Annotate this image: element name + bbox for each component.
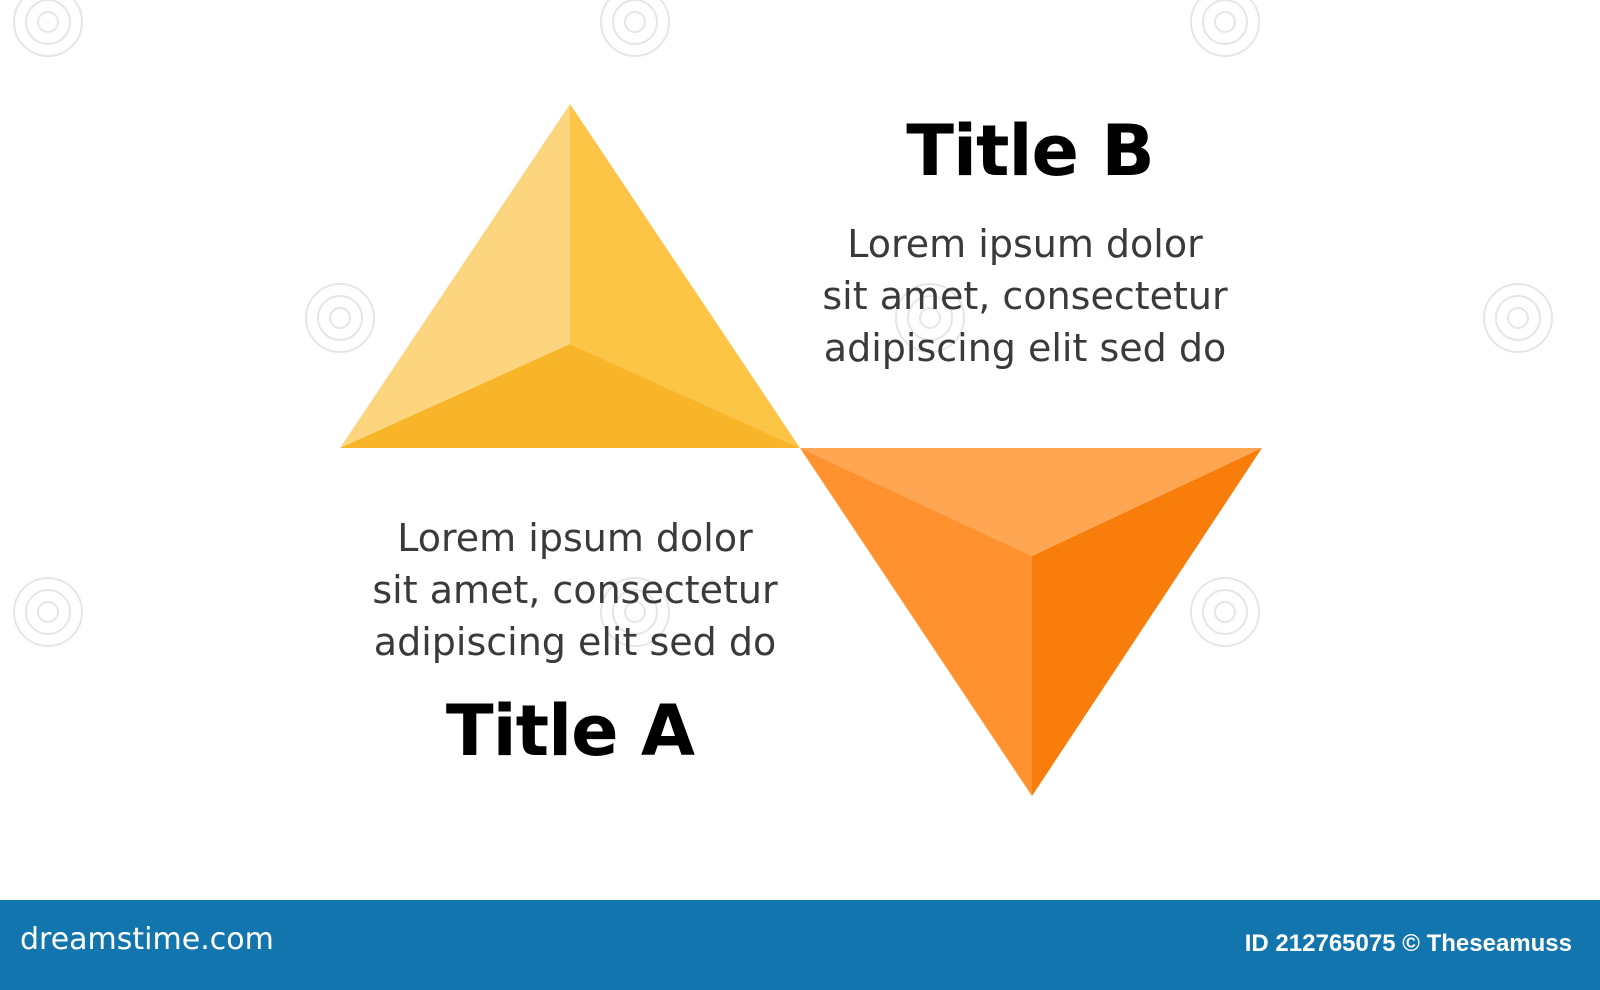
orange-pyramid-right-face [1032,448,1262,796]
title-a: Title A [445,690,695,772]
footer-bar: dreamstime.com ID 212765075 © Theseamuss [0,900,1600,990]
dreamstime-logo: dreamstime.com [20,922,274,957]
body-text-a-line: adipiscing elit sed do [373,620,777,664]
body-text-a-line: Lorem ipsum dolor [397,516,753,560]
title-b: Title B [906,110,1154,192]
body-text-b: Lorem ipsum dolor sit amet, consectetur … [790,218,1260,374]
orange-pyramid-top-face [800,448,1262,556]
yellow-pyramid-right-face [570,104,800,448]
pyramid-diagram [340,104,1262,796]
yellow-pyramid-left-face [340,104,570,448]
orange-pyramid [800,448,1262,796]
image-credit: ID 212765075 © Theseamuss [1244,930,1572,957]
orange-pyramid-left-face [800,448,1032,796]
body-text-b-line: sit amet, consectetur [822,274,1228,318]
yellow-pyramid-bottom-face [340,344,800,448]
body-text-b-line: Lorem ipsum dolor [847,222,1203,266]
body-text-a-line: sit amet, consectetur [372,568,778,612]
yellow-pyramid [340,104,800,448]
body-text-a: Lorem ipsum dolor sit amet, consectetur … [340,512,810,668]
body-text-b-line: adipiscing elit sed do [823,326,1227,370]
